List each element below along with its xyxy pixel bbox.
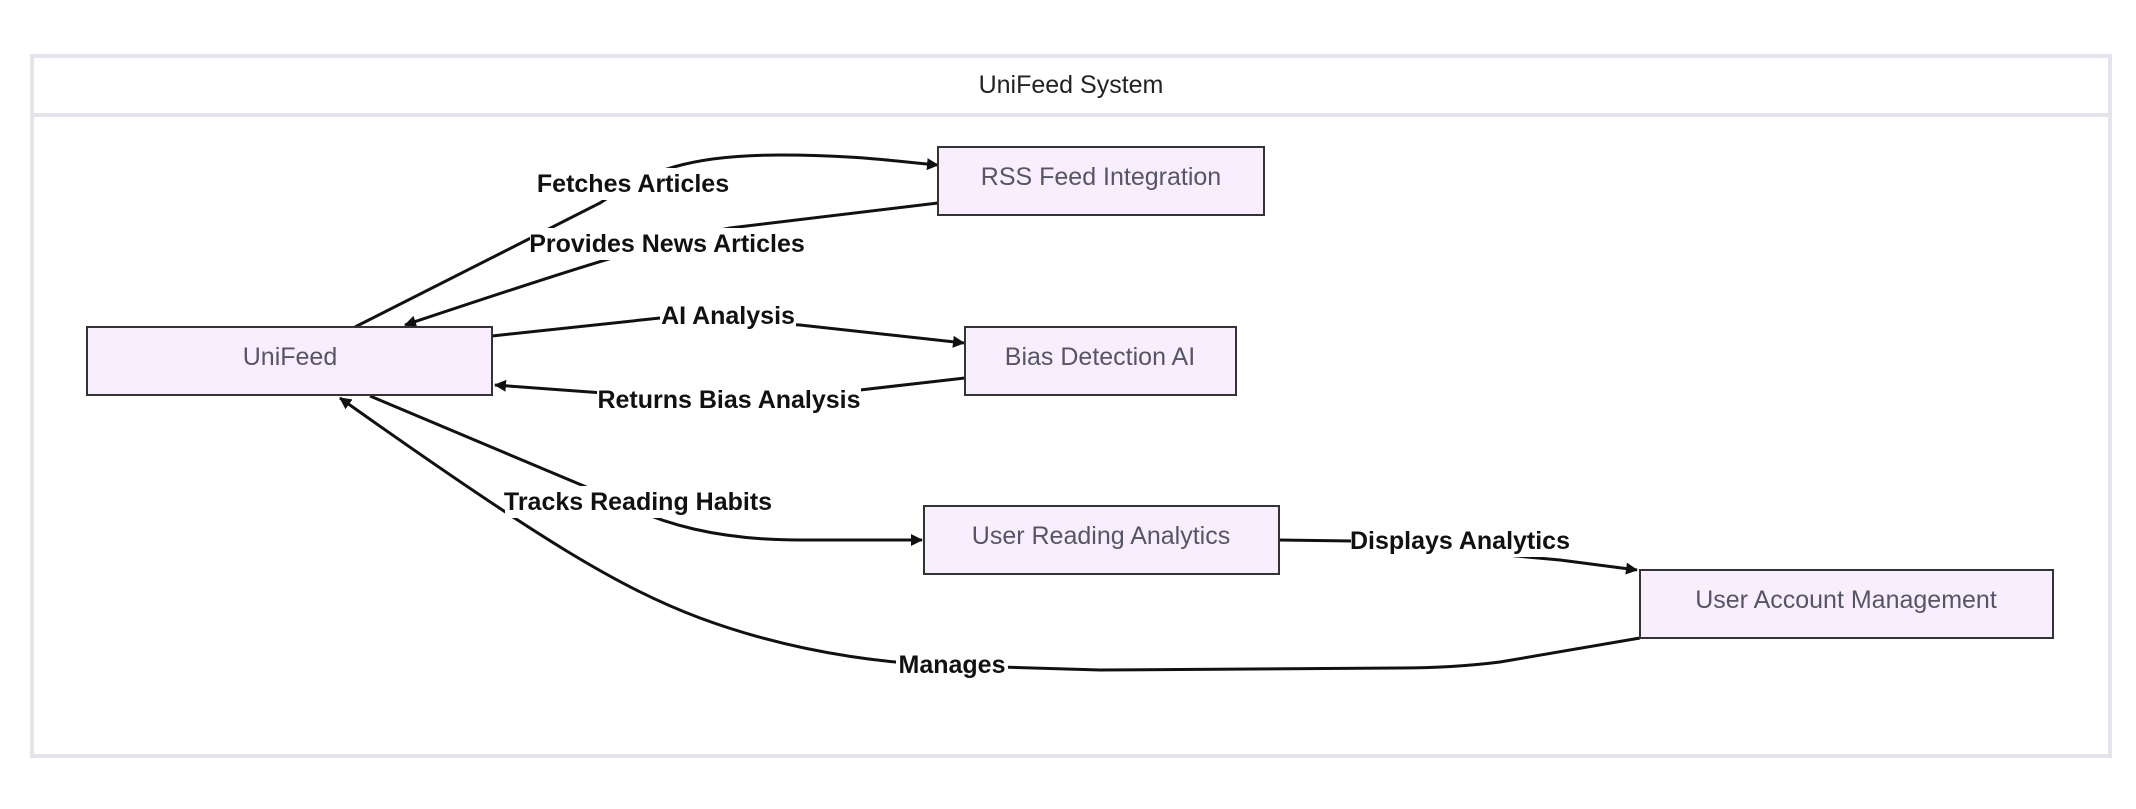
label-provides-news-articles: Provides News Articles: [529, 230, 805, 258]
cluster-title: UniFeed System: [979, 71, 1164, 99]
node-bias-detection-ai-label: Bias Detection AI: [1005, 343, 1195, 371]
node-user-reading-analytics-label: User Reading Analytics: [972, 522, 1230, 550]
node-bias-detection-ai[interactable]: Bias Detection AI: [964, 326, 1237, 396]
label-tracks-reading-habits: Tracks Reading Habits: [504, 488, 772, 516]
node-unifeed-label: UniFeed: [243, 343, 338, 371]
node-user-reading-analytics[interactable]: User Reading Analytics: [923, 505, 1280, 575]
node-user-account-management-label: User Account Management: [1695, 586, 1997, 614]
node-rss-feed-integration-label: RSS Feed Integration: [981, 163, 1221, 191]
label-ai-analysis: AI Analysis: [661, 302, 795, 330]
label-manages: Manages: [899, 651, 1006, 679]
edge-manages: [339, 396, 1641, 672]
edge-labels: Fetches Articles Provides News Articles …: [504, 168, 1570, 681]
label-returns-bias-analysis: Returns Bias Analysis: [597, 386, 860, 414]
nodes: UniFeed RSS Feed Integration Bias Detect…: [86, 146, 2054, 639]
node-user-account-management[interactable]: User Account Management: [1639, 569, 2054, 639]
node-unifeed[interactable]: UniFeed: [86, 326, 493, 396]
label-displays-analytics: Displays Analytics: [1350, 527, 1570, 555]
label-fetches-articles: Fetches Articles: [537, 170, 729, 198]
node-rss-feed-integration[interactable]: RSS Feed Integration: [937, 146, 1265, 216]
